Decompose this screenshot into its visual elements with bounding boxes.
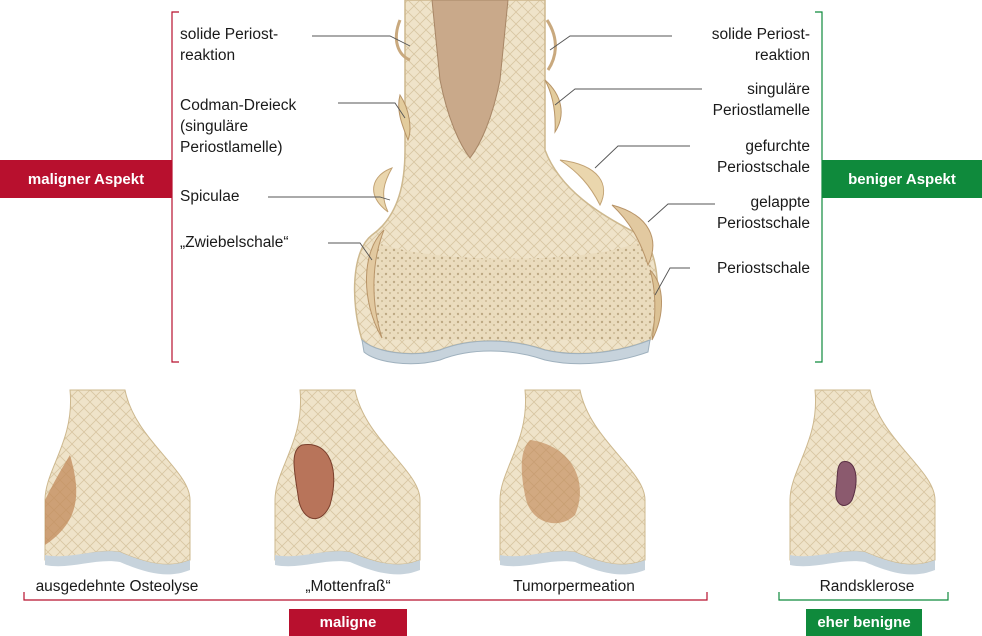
spiculae-shape [374,168,392,212]
label-grooved-shell: gefurchte Periostschale [676,136,810,178]
caption-osteolysis: ausgedehnte Osteolyse [26,578,208,596]
benign-bracket [815,12,822,362]
label-periosteal-shell: Periostschale [676,258,810,279]
bottom-bone-2 [275,390,420,574]
caption-moth-eaten: „Mottenfraß“ [288,578,408,596]
caption-marginal-sclerosis: Randsklerose [808,578,926,596]
label-codman-triangle: Codman-Dreieck (singuläre Periostlamelle… [180,95,296,158]
label-spiculae: Spiculae [180,186,239,207]
caption-permeation: Tumorpermeation [500,578,648,596]
malignant-aspect-badge: maligner Aspekt [0,160,172,198]
bottom-bone-1 [45,390,190,574]
single-lamella-shape [545,80,561,132]
benign-aspect-badge: beniger Aspekt [822,160,982,198]
label-single-lamella: singuläre Periostlamelle [676,79,810,121]
label-right-solid-reaction: solide Periost- reaktion [676,24,810,66]
maligne-group-badge: maligne [289,609,407,636]
bottom-bone-3 [500,390,645,574]
label-onion-skin: „Zwiebelschale“ [180,232,289,253]
label-lobed-shell: gelappte Periostschale [676,192,810,234]
right-solid-reaction [547,20,555,70]
malignant-bracket [172,12,179,362]
bottom-bone-4 [790,390,935,574]
benign-group-badge: eher benigne [806,609,922,636]
label-left-solid-reaction: solide Periost- reaktion [180,24,278,66]
main-femur-illustration [355,0,662,364]
